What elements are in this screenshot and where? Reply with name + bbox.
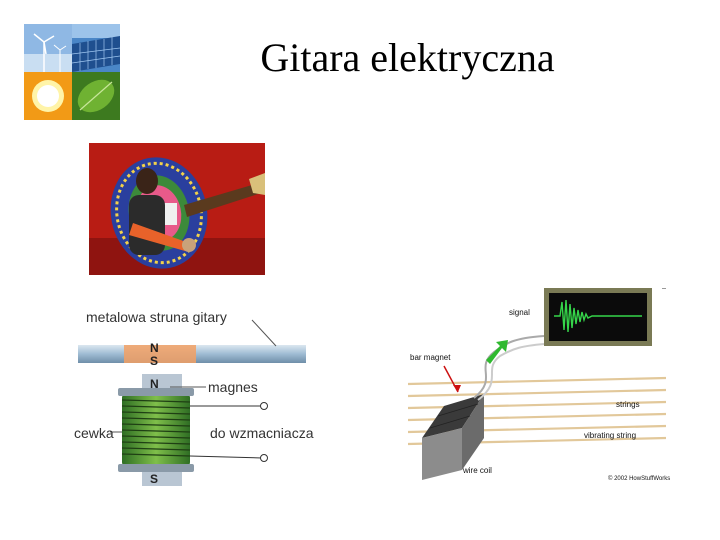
string-pole-n: N [150,341,159,355]
howstuffworks-pickup-diagram [404,288,666,488]
strings-label: strings [616,400,640,409]
copyright-label: © 2002 HowStuffWorks [608,476,670,482]
wire-coil-label: wire coil [463,466,492,475]
amp-label: do wzmacniacza [210,425,314,441]
coil-label: cewka [74,425,114,441]
vibrating-string-label: vibrating string [584,431,636,440]
pickup-diagram [64,296,330,496]
magnet-label: magnes [208,379,258,395]
bar-magnet-label: bar magnet [410,353,450,362]
string-label: metalowa struna gitary [86,309,227,325]
signal-label: signal [509,308,530,317]
magnet-pole-n: N [150,377,159,391]
string-pole-s: S [150,354,158,368]
electric-guitar-photo-icon [89,143,265,275]
magnet-pole-s: S [150,472,158,486]
renewable-energy-logo-icon [24,24,120,120]
